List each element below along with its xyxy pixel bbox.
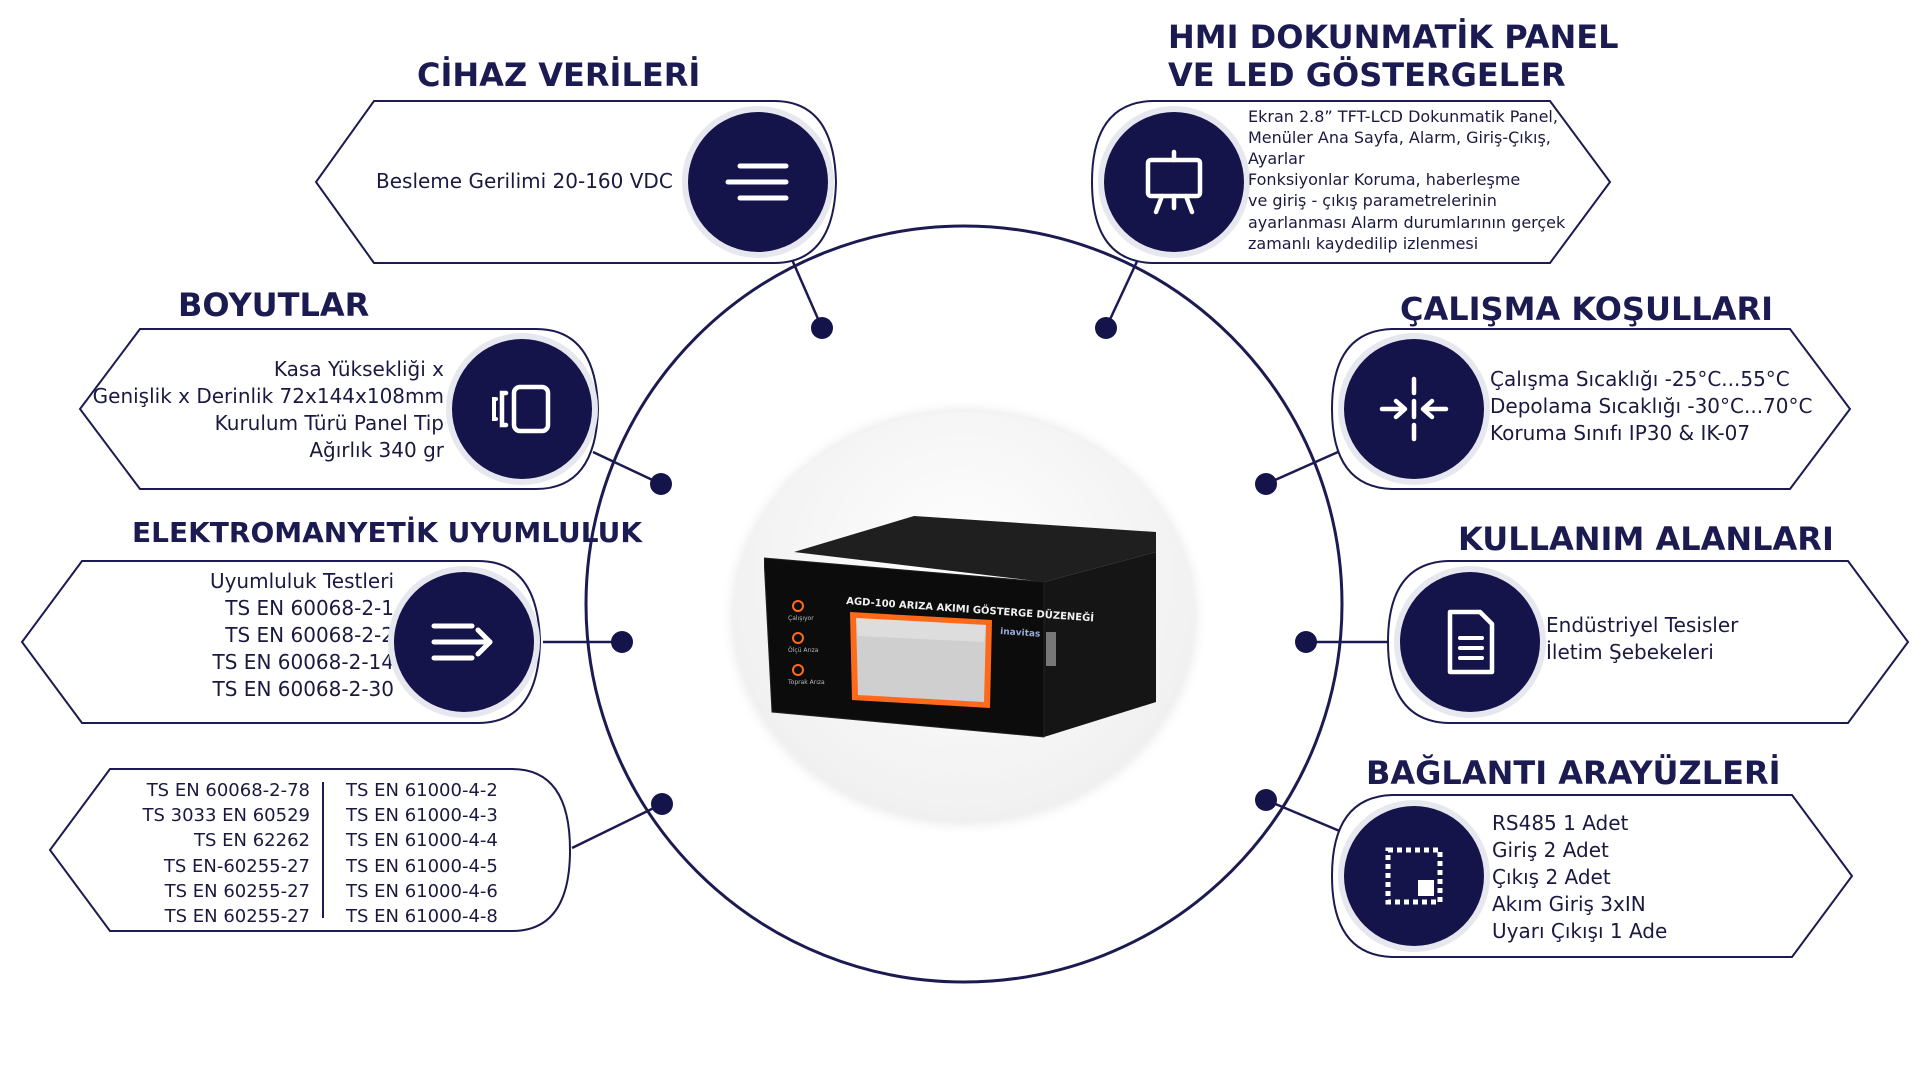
- presentation-board-icon: [1145, 149, 1203, 215]
- panel-emc: Uyumluluk Testleri TS EN 60068-2-1 TS EN…: [20, 560, 542, 724]
- text-line: Çıkış 2 Adet: [1492, 865, 1611, 889]
- text-line: Fonksiyonlar Koruma, haberleşme: [1248, 170, 1521, 190]
- text-line: Endüstriyel Tesisler: [1546, 613, 1739, 637]
- lines-icon: [725, 163, 789, 201]
- section-title-boyutlar: BOYUTLAR: [178, 286, 370, 324]
- text-line: Ağırlık 340 gr: [309, 438, 444, 462]
- text-line: TS EN 60068-2-30: [212, 677, 394, 701]
- main-ring: [584, 224, 1344, 984]
- panel-text: Uyumluluk Testleri TS EN 60068-2-1 TS EN…: [60, 568, 394, 703]
- icon-badge: [1400, 572, 1540, 712]
- text-line: İletim Şebekeleri: [1546, 640, 1714, 664]
- text-line: Besleme Gerilimi 20-160 VDC: [376, 169, 673, 193]
- title-line: HMI DOKUNMATİK PANEL: [1168, 18, 1619, 56]
- section-title-emc: ELEKTROMANYETİK UYUMLULUK: [132, 516, 643, 549]
- standard-item: TS EN 61000-4-6: [346, 880, 498, 902]
- connector-dot: [1255, 473, 1277, 495]
- text-line: Depolama Sıcaklığı -30°C...70°C: [1490, 394, 1813, 418]
- text-line: Çalışma Sıcaklığı -25°C...55°C: [1490, 367, 1790, 391]
- panel-text: RS485 1 Adet Giriş 2 Adet Çıkış 2 Adet A…: [1492, 810, 1812, 945]
- panel-standards: TS EN 60068-2-78 TS 3033 EN 60529 TS EN …: [48, 768, 572, 932]
- text-line: RS485 1 Adet: [1492, 811, 1629, 835]
- standard-item: TS EN 61000-4-4: [346, 830, 498, 852]
- text-line: Kurulum Türü Panel Tip: [214, 411, 444, 435]
- standard-item: TS EN 60068-2-78: [146, 780, 310, 801]
- section-title-baglanti: BAĞLANTI ARAYÜZLERİ: [1366, 754, 1781, 792]
- device-led-label: Çalışıyor: [788, 615, 814, 622]
- device-photo: AGD-100 ARIZA AKIMI GÖSTERGE DÜZENEĞİ Ça…: [734, 412, 1194, 822]
- standard-item: TS EN 60255-27: [164, 905, 310, 927]
- panel-kullanim: Endüstriyel Tesisler İletim Şebekeleri: [1386, 560, 1910, 724]
- title-line: VE LED GÖSTERGELER: [1168, 56, 1566, 95]
- document-icon: [1447, 609, 1495, 675]
- connector-dot: [611, 631, 633, 653]
- standards-right-column: TS EN 61000-4-2 TS EN 61000-4-3 TS EN 61…: [346, 778, 546, 929]
- panel-calisma: Çalışma Sıcaklığı -25°C...55°C Depolama …: [1330, 328, 1852, 490]
- device-brand: inavitas: [1000, 627, 1041, 640]
- text-line: Uyumluluk Testleri: [209, 569, 394, 593]
- text-line: TS EN 60068-2-14: [212, 650, 394, 674]
- connector-dot: [1295, 631, 1317, 653]
- dotted-square-icon: [1385, 847, 1443, 905]
- resize-icon: [492, 384, 551, 434]
- panel-cihaz-verileri: Besleme Gerilimi 20-160 VDC: [314, 100, 838, 264]
- text-line: Uyarı Çıkışı 1 Ade: [1492, 919, 1668, 943]
- panel-baglanti: RS485 1 Adet Giriş 2 Adet Çıkış 2 Adet A…: [1330, 794, 1854, 958]
- text-line: Genişlik x Derinlik 72x144x108mm: [92, 384, 444, 408]
- text-line: Ayarlar: [1248, 149, 1305, 169]
- device-led-label: Ölçü Arıza: [788, 647, 819, 654]
- text-line: Koruma Sınıfı IP30 & IK-07: [1490, 421, 1751, 445]
- icon-badge: [688, 112, 828, 252]
- panel-text: Besleme Gerilimi 20-160 VDC: [376, 168, 676, 195]
- standard-item: TS EN-60255-27: [163, 855, 310, 877]
- text-line: zamanlı kaydedilip izlenmesi: [1248, 233, 1479, 253]
- compress-arrows-icon: [1379, 376, 1449, 442]
- section-title-hmi: HMI DOKUNMATİK PANEL VE LED GÖSTERGELER: [1168, 18, 1619, 95]
- standard-item: TS EN 61000-4-8: [346, 905, 498, 927]
- standard-item: TS EN 61000-4-3: [346, 805, 498, 827]
- text-line: Giriş 2 Adet: [1492, 838, 1609, 862]
- icon-badge: [1344, 806, 1484, 946]
- panel-text: Ekran 2.8” TFT-LCD Dokunmatik Panel, Men…: [1248, 106, 1588, 254]
- icon-badge: [1344, 339, 1484, 479]
- standard-item: TS EN 61000-4-2: [346, 780, 498, 801]
- standard-item: TS 3033 EN 60529: [142, 805, 311, 827]
- panel-text: Çalışma Sıcaklığı -25°C...55°C Depolama …: [1490, 366, 1840, 447]
- connector-dot: [1255, 789, 1277, 811]
- panel-text: Endüstriyel Tesisler İletim Şebekeleri: [1546, 612, 1866, 666]
- standard-item: TS EN 61000-4-5: [346, 855, 498, 877]
- panel-hmi: Ekran 2.8” TFT-LCD Dokunmatik Panel, Men…: [1090, 100, 1612, 264]
- panel-text: Kasa Yüksekliği x Genişlik x Derinlik 72…: [88, 356, 444, 464]
- icon-badge: [452, 339, 592, 479]
- text-line: TS EN 60068-2-1: [225, 596, 394, 620]
- icon-badge: [394, 572, 534, 712]
- standard-item: TS EN 62262: [194, 830, 310, 852]
- text-line: ayarlanması Alarm durumlarının gerçek: [1248, 212, 1566, 232]
- text-line: TS EN 60068-2-2: [225, 623, 394, 647]
- panel-boyutlar: Kasa Yüksekliği x Genişlik x Derinlik 72…: [78, 328, 600, 490]
- text-line: Ekran 2.8” TFT-LCD Dokunmatik Panel,: [1248, 107, 1558, 126]
- text-line: ve giriş - çıkış parametrelerinin: [1248, 191, 1497, 211]
- standards-left-column: TS EN 60068-2-78 TS 3033 EN 60529 TS EN …: [108, 778, 311, 929]
- section-title-calisma: ÇALIŞMA KOŞULLARI: [1400, 290, 1774, 328]
- arrow-lines-icon: [431, 623, 493, 661]
- text-line: Menüler Ana Sayfa, Alarm, Giriş-Çıkış,: [1248, 128, 1551, 148]
- connector-dot: [651, 793, 673, 815]
- text-line: Kasa Yüksekliği x: [273, 357, 444, 381]
- section-title-cihaz-verileri: CİHAZ VERİLERİ: [417, 56, 701, 94]
- icon-badge: [1104, 112, 1244, 252]
- standard-item: TS EN 60255-27: [164, 880, 310, 902]
- section-title-kullanim: KULLANIM ALANLARI: [1458, 520, 1834, 558]
- text-line: Akım Giriş 3xIN: [1492, 892, 1646, 916]
- connector-dot: [1095, 317, 1117, 339]
- connector-dot: [811, 317, 833, 339]
- connector-dot: [650, 473, 672, 495]
- device-illustration: AGD-100 ARIZA AKIMI GÖSTERGE DÜZENEĞİ Ça…: [764, 516, 1156, 738]
- device-led-label: Toprak Arıza: [787, 679, 825, 686]
